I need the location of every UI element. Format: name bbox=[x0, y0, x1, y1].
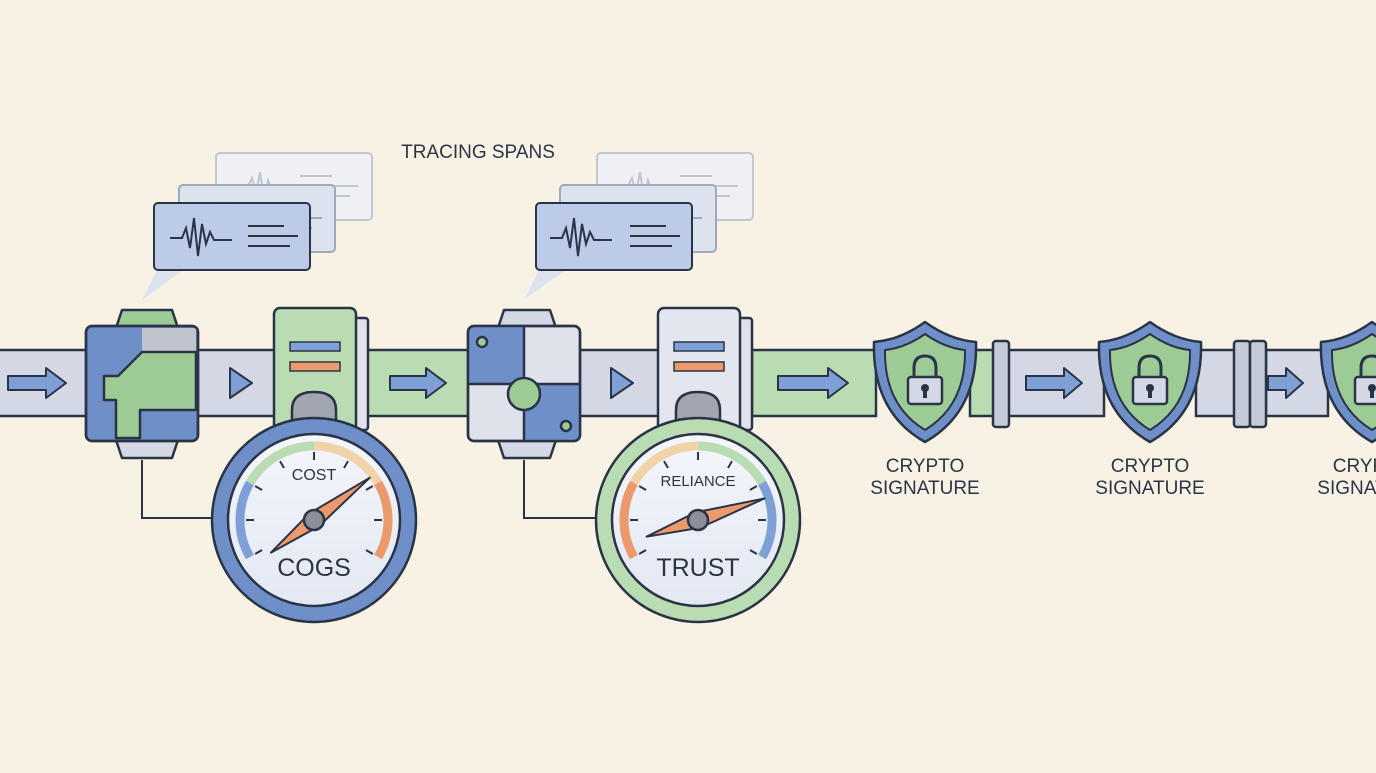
gauge-hub bbox=[686, 508, 710, 532]
signature-label: CRYPTO SIGNATURE bbox=[1095, 456, 1204, 499]
gauge-scale-band bbox=[374, 480, 393, 560]
tracing-spans-label: TRACING SPANS bbox=[401, 142, 555, 163]
gauge-tick bbox=[343, 460, 349, 469]
gauge-scale-band bbox=[630, 441, 699, 486]
gauge-name: COGS bbox=[277, 554, 351, 582]
gauge-tick bbox=[254, 485, 263, 491]
pipe-coupling bbox=[991, 339, 1011, 429]
gauge-scale-band bbox=[758, 480, 777, 560]
signature-line1: CRYPTO bbox=[1111, 456, 1190, 477]
span-callout-tail bbox=[142, 268, 186, 300]
meter-box-2 bbox=[656, 306, 754, 434]
signature-line2: SIGNATURE bbox=[1317, 478, 1376, 499]
play-triangle-icon bbox=[610, 367, 634, 399]
play-triangle-icon bbox=[229, 367, 253, 399]
gauge-tick bbox=[254, 549, 263, 555]
gauge-scale-band bbox=[697, 441, 766, 486]
signature-label: CRYPTO SIGNATURE bbox=[1317, 456, 1376, 499]
pipe-coupling bbox=[1232, 339, 1252, 429]
shield-icon bbox=[872, 320, 978, 444]
signature-label: CRYPTO SIGNATURE bbox=[870, 456, 979, 499]
padlock-icon bbox=[1353, 354, 1376, 406]
connector-line bbox=[141, 460, 218, 519]
gauge-scale-band bbox=[313, 441, 382, 486]
valve-icon bbox=[466, 308, 582, 460]
signature-line2: SIGNATURE bbox=[1095, 478, 1204, 499]
shield-icon bbox=[1097, 320, 1203, 444]
span-callout-tail bbox=[524, 268, 568, 300]
gauge-tick bbox=[365, 485, 374, 491]
padlock-icon bbox=[1131, 354, 1169, 406]
waveform-icon bbox=[550, 217, 612, 257]
signature-line2: SIGNATURE bbox=[870, 478, 979, 499]
pipeline bbox=[0, 339, 1330, 429]
gauge-tick bbox=[279, 460, 285, 469]
arrow-right-icon bbox=[7, 367, 67, 399]
gauge-dial-label: COST bbox=[292, 467, 337, 484]
meter-box-1 bbox=[272, 306, 370, 434]
gauge-tick bbox=[749, 549, 758, 555]
gauge-hub bbox=[302, 508, 326, 532]
gauge-tick bbox=[663, 460, 669, 469]
shield-icon bbox=[1319, 320, 1376, 444]
gauge-cogs: COST COGS bbox=[210, 416, 418, 624]
signature-line1: CRYPTO bbox=[1333, 456, 1376, 477]
gauge-scale-band bbox=[619, 480, 638, 560]
waveform-icon bbox=[170, 217, 232, 257]
gauge-tick bbox=[365, 549, 374, 555]
gauge-scale bbox=[235, 441, 393, 560]
gauge-tick bbox=[749, 485, 758, 491]
valve-icon bbox=[84, 308, 200, 460]
pipe-coupling bbox=[1248, 339, 1268, 429]
gauge-scale bbox=[619, 441, 777, 560]
gauge-ticks bbox=[246, 452, 382, 555]
gauge-scale-band bbox=[235, 480, 254, 560]
gauge-tick bbox=[638, 549, 647, 555]
pipe-segment bbox=[1194, 348, 1238, 418]
padlock-icon bbox=[906, 354, 944, 406]
gauge-tick bbox=[727, 460, 733, 469]
gauge-dial-label: RELIANCE bbox=[660, 473, 735, 490]
pipe-segment bbox=[576, 348, 662, 418]
arrow-right-icon bbox=[1267, 367, 1304, 399]
gauge-tick bbox=[638, 485, 647, 491]
arrow-right-icon bbox=[777, 367, 849, 399]
tracing-span-stack-1 bbox=[142, 152, 373, 300]
flow-arrows bbox=[7, 367, 1304, 399]
tracing-span-stack-2 bbox=[524, 152, 754, 300]
arrow-right-icon bbox=[1025, 367, 1083, 399]
gauge-ticks bbox=[630, 452, 766, 555]
gauge-name: TRUST bbox=[656, 554, 739, 582]
gauge-scale-band bbox=[246, 441, 315, 486]
gauge-trust: RELIANCE TRUST bbox=[594, 416, 802, 624]
arrow-right-icon bbox=[389, 367, 447, 399]
signature-line1: CRYPTO bbox=[886, 456, 965, 477]
connector-line bbox=[523, 460, 600, 519]
